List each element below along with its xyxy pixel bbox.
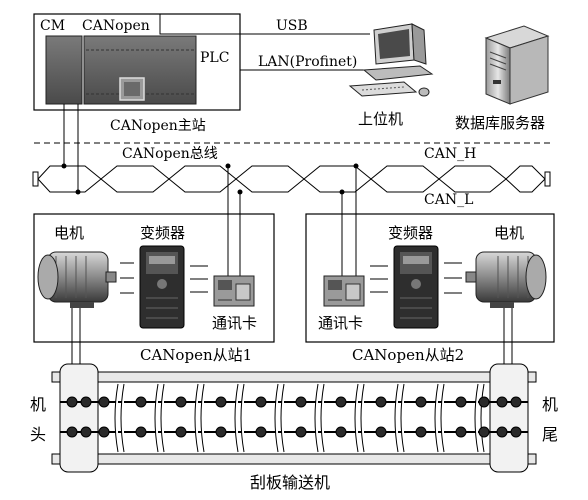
slave1-comm-card-label: 通讯卡 [212,314,257,332]
slave2-motor-icon [466,252,546,308]
canopen-slave-1: 电机 变频器 [34,214,274,364]
can-h-label: CAN_H [424,146,476,162]
canopen-master: CM CANopen PLC CANopen主站 [34,14,240,134]
master-caption: CANopen主站 [110,118,206,134]
tail-label-2: 尾 [542,425,558,444]
slave2-comm-card-label: 通讯卡 [318,314,363,332]
cm-label: CM [40,18,65,34]
plc-hardware [46,36,196,104]
tail-label-1: 机 [542,395,558,414]
lan-label: LAN(Profinet) [258,54,357,70]
conveyor-caption: 刮板输送机 [250,473,330,492]
can-l-wire [38,166,545,192]
slave1-motor-icon [38,252,116,308]
usb-label: USB [276,18,308,34]
slave2-inverter-icon [394,246,438,328]
plc-label: PLC [200,50,229,66]
canopen-slave-2: 变频器 电机 通讯卡 [306,214,554,364]
conveyor-rail-top [52,372,536,382]
slave2-motor-label: 电机 [494,224,524,242]
bus-terminator-left [33,172,38,186]
head-label-1: 机 [30,395,46,414]
slave1-comm-card-icon [214,276,254,306]
can-l-label: CAN_L [424,192,473,208]
scraper-conveyor: 机 头 机 尾 刮板输送机 [30,364,558,492]
slave1-motor-label: 电机 [54,224,84,242]
tail-sprocket [490,364,528,472]
head-sprocket [60,364,98,472]
master-canopen-label: CANopen [82,18,150,34]
cm-module [46,36,82,104]
computer-icon [350,24,432,96]
db-server: 数据库服务器 [455,26,548,132]
slave1-inverter-icon [140,246,184,328]
server-icon [486,26,548,104]
can-h-wire [38,166,545,192]
conveyor-rail-bottom [52,454,536,464]
slave1-inverter-label: 变频器 [140,224,185,242]
slave1-caption: CANopen从站1 [140,346,252,364]
scraper-flights [115,384,484,452]
bus-label: CANopen总线 [122,146,218,162]
host-pc: 上位机 [350,24,432,128]
slave2-comm-card-icon [324,276,364,306]
host-pc-label: 上位机 [358,110,403,128]
head-label-2: 头 [30,425,46,444]
bus-terminator-right [545,172,550,186]
slave2-caption: CANopen从站2 [352,346,464,364]
slave2-inverter-label: 变频器 [388,224,433,242]
db-server-label: 数据库服务器 [455,114,545,132]
